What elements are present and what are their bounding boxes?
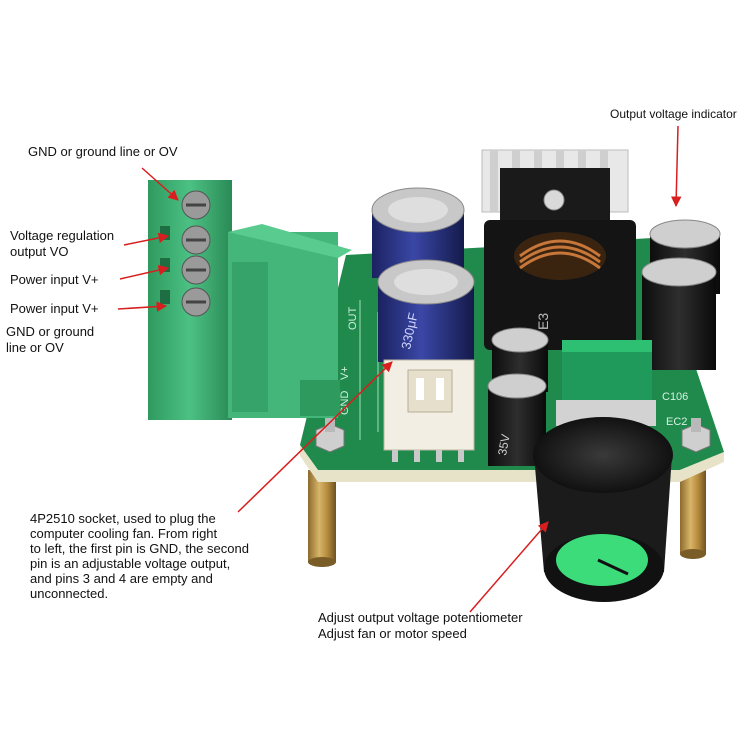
terminal-block	[148, 180, 352, 420]
standoff-left-front	[308, 470, 336, 567]
screw-right	[681, 418, 711, 453]
callout-arrows	[117, 125, 682, 613]
inductor: E3	[484, 220, 636, 350]
regulator-heatsink	[481, 149, 629, 238]
socket-line: 4P2510 socket, used to plug the	[30, 511, 216, 526]
pcb-ec-text: EC2	[666, 416, 687, 428]
capacitor-black-right-2	[641, 257, 717, 370]
standoff-right-front	[680, 470, 706, 559]
pcb-out-text: OUT	[347, 307, 359, 331]
capacitor-blue-front: 330μF	[377, 259, 475, 362]
pcb-vplus-text: V+	[339, 366, 351, 380]
capacitor-volt-text: 35V	[495, 433, 512, 456]
label-socket-description: 4P2510 socket, used to plug the computer…	[30, 511, 249, 601]
potentiometer	[556, 340, 656, 426]
label-gnd-top: GND or ground line or OV	[28, 144, 178, 159]
label-power-input-2: Power input V+	[10, 301, 99, 316]
socket-line: pin is an adjustable voltage output,	[30, 556, 231, 571]
fan-socket	[383, 359, 475, 462]
screw-left	[315, 418, 345, 453]
pcb-gnd-text: GND	[339, 391, 351, 416]
label-gnd-bottom-line2: line or OV	[6, 340, 64, 355]
label-power-input-1: Power input V+	[10, 272, 99, 287]
socket-line: and pins 3 and 4 are empty and	[30, 571, 213, 586]
pot-line-1: Adjust output voltage potentiometer	[318, 610, 523, 625]
label-potentiometer: Adjust output voltage potentiometer Adju…	[318, 610, 523, 642]
label-gnd-bottom-line1: GND or ground	[6, 324, 95, 339]
terminal-screws	[181, 190, 211, 317]
pot-line-2: Adjust fan or motor speed	[318, 626, 467, 641]
inductor-text: E3	[535, 313, 551, 330]
label-voltage-output-line1: Voltage regulation	[10, 228, 115, 243]
label-voltage-output-line2: output VO	[10, 244, 69, 259]
socket-line: computer cooling fan. From right	[30, 526, 218, 541]
label-output-indicator: Output voltage indicator	[610, 107, 737, 121]
pcb-c106-text: C106	[662, 391, 688, 403]
socket-line: unconnected.	[30, 586, 109, 601]
socket-line: to left, the first pin is GND, the secon…	[30, 541, 249, 556]
knob	[533, 417, 673, 602]
